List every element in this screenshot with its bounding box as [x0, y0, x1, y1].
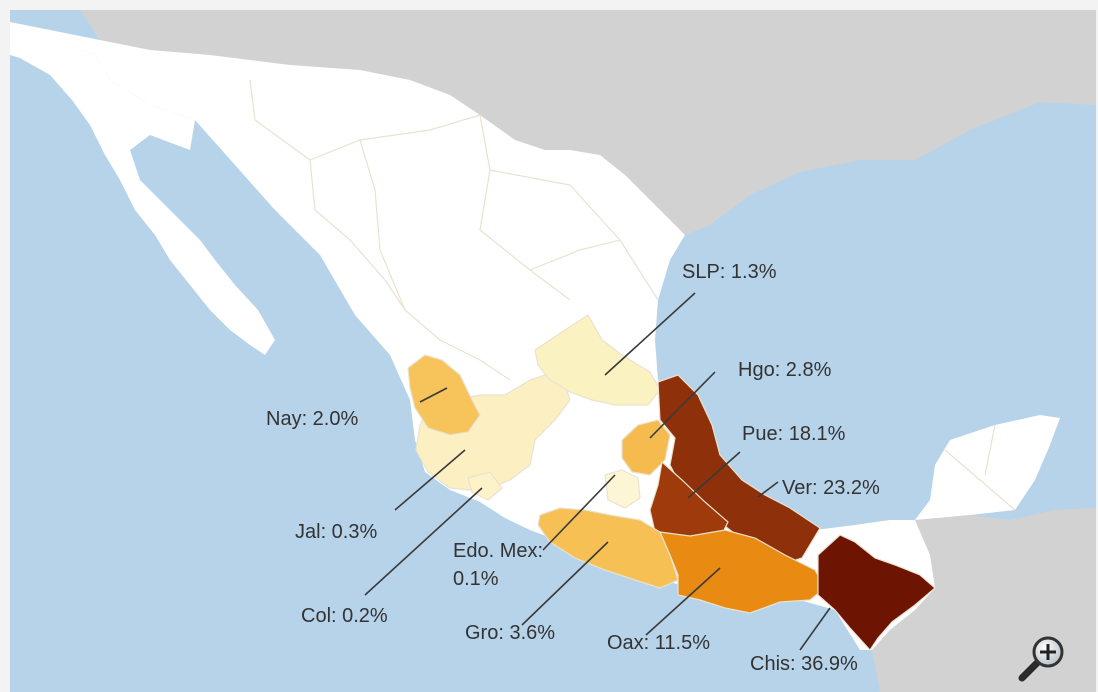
leader-line-gro: [521, 541, 609, 626]
leader-line-nay: [419, 387, 448, 403]
label-nay: Nay: 2.0%: [266, 408, 358, 430]
state-oax: [659, 529, 826, 614]
leader-line-ver: [757, 481, 779, 498]
label-gro: Gro: 3.6%: [465, 622, 555, 644]
state-slp: [534, 314, 661, 406]
label-jal: Jal: 0.3%: [295, 521, 377, 543]
leader-line-slp: [604, 292, 696, 376]
label-edomex-line1: Edo. Mex:: [453, 540, 543, 562]
state-ver: [657, 374, 821, 566]
magnifier-plus-icon: [1018, 636, 1064, 682]
state-chis: [817, 534, 936, 651]
leader-line-hgo: [649, 371, 716, 439]
state-edomex: [604, 469, 641, 509]
leader-lines: [364, 292, 831, 651]
state-nay: [407, 354, 481, 436]
zoom-in-button[interactable]: [1012, 630, 1070, 688]
label-chis: Chis: 36.9%: [750, 653, 858, 675]
mexico-choropleth-map: SLP: 1.3% Hgo: 2.8% Nay: 2.0% Pue: 18.1%…: [10, 10, 1096, 692]
leader-line-oax: [645, 567, 721, 636]
label-slp: SLP: 1.3%: [682, 261, 777, 283]
label-ver: Ver: 23.2%: [782, 477, 880, 499]
leader-line-jal: [394, 449, 466, 511]
usa-land: [80, 10, 1096, 235]
label-pue: Pue: 18.1%: [742, 423, 846, 445]
state-borders: [249, 79, 1016, 511]
leader-line-pue: [687, 451, 741, 499]
leader-line-chis: [799, 607, 831, 651]
leader-line-col: [364, 487, 483, 596]
label-edomex-line2: 0.1%: [453, 568, 499, 590]
state-hgo: [621, 419, 671, 476]
label-hgo: Hgo: 2.8%: [738, 359, 832, 381]
mexico-land: [10, 22, 1060, 650]
label-col: Col: 0.2%: [301, 605, 388, 627]
leader-line-edomex: [542, 474, 616, 551]
map-frame: SLP: 1.3% Hgo: 2.8% Nay: 2.0% Pue: 18.1%…: [10, 10, 1096, 692]
label-oax: Oax: 11.5%: [607, 632, 710, 654]
baja-california-land: [10, 45, 275, 355]
